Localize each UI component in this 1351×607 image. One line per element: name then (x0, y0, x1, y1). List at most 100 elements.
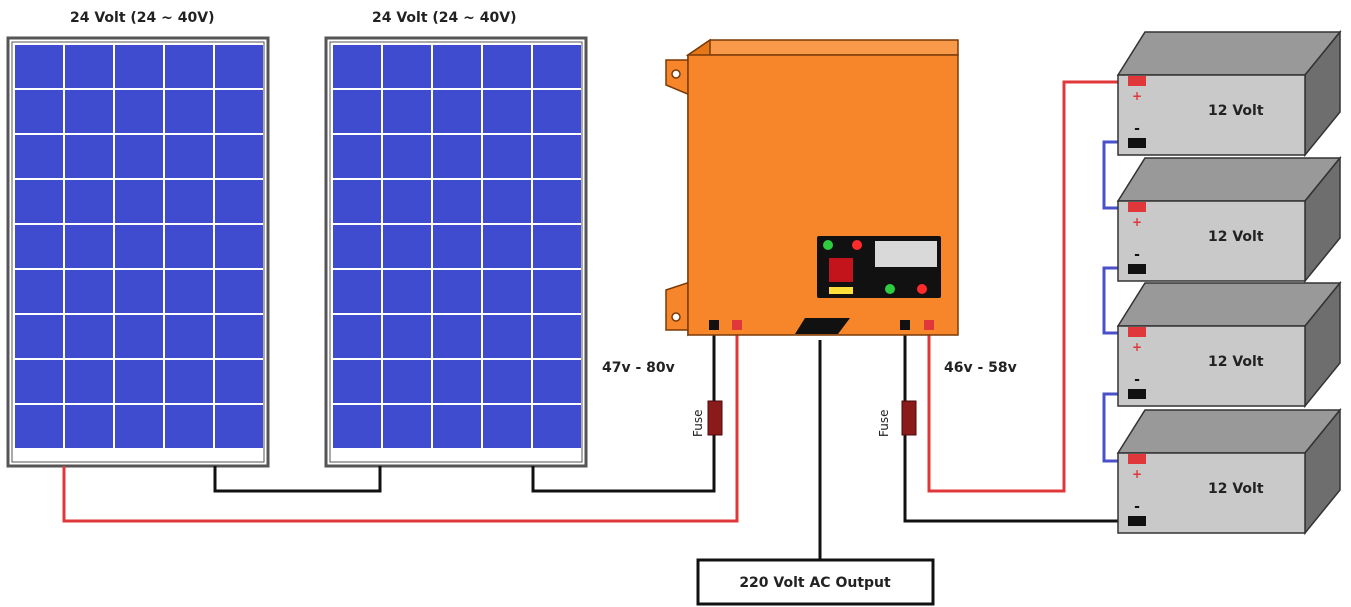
solar-cell (115, 135, 163, 178)
solar-cell (165, 135, 213, 178)
solar-cell (215, 405, 263, 448)
solar-cell (215, 180, 263, 223)
solar-cell (65, 135, 113, 178)
solar-cell (383, 360, 431, 403)
panel-2-label: 24 Volt (24 ~ 40V) (372, 10, 516, 26)
solar-cell (15, 90, 63, 133)
battery-negative-terminal (1128, 389, 1146, 399)
solar-cell (15, 135, 63, 178)
battery: +-12 Volt (1116, 407, 1342, 536)
solar-cell (483, 360, 531, 403)
digit-display (829, 258, 853, 282)
solar-cell (165, 225, 213, 268)
solar-cell (383, 135, 431, 178)
battery-series-link-2 (1102, 266, 1128, 335)
battery: +-12 Volt (1116, 29, 1342, 158)
battery-positive-terminal (1128, 76, 1146, 86)
fuse-battery: Fuse (877, 400, 917, 438)
battery-negative-wire (903, 326, 1128, 523)
solar-cell (115, 90, 163, 133)
solar-cell (333, 360, 381, 403)
solar-cell (383, 315, 431, 358)
battery-front-face (1117, 452, 1306, 534)
battery-negative-terminal (1128, 138, 1146, 148)
ac-output-box: 220 Volt AC Output (696, 558, 935, 606)
solar-cell (165, 360, 213, 403)
battery-series-link-3 (1102, 392, 1128, 463)
solar-cell (333, 405, 381, 448)
solar-cell (65, 90, 113, 133)
solar-cell (215, 315, 263, 358)
mount-flange-bottom (665, 280, 691, 331)
solar-cell (433, 360, 481, 403)
battery-label: 12 Volt (1208, 229, 1264, 245)
fuse-battery-label: Fuse (877, 410, 891, 438)
battery-label: 12 Volt (1208, 354, 1264, 370)
solar-cell (483, 270, 531, 313)
solar-cell (15, 225, 63, 268)
solar-cell (165, 180, 213, 223)
battery-negative-terminal (1128, 516, 1146, 526)
fuse-pv: Fuse (691, 400, 723, 438)
solar-cell (115, 270, 163, 313)
solar-cell (383, 405, 431, 448)
solar-cell (483, 225, 531, 268)
solar-cell (165, 315, 213, 358)
solar-cell (333, 180, 381, 223)
battery-front-face (1117, 325, 1306, 407)
solar-cell (433, 405, 481, 448)
battery-front-face (1117, 200, 1306, 282)
red-led-icon (852, 240, 862, 250)
solar-cell (65, 315, 113, 358)
solar-cell (383, 90, 431, 133)
minus-sign: - (1134, 499, 1140, 515)
solar-cell (483, 180, 531, 223)
fuse-pv-label: Fuse (691, 410, 705, 438)
solar-cell (65, 225, 113, 268)
minus-sign: - (1134, 121, 1140, 137)
battery: + - 12 Volt (1116, 280, 1342, 409)
panel-positive-wire (62, 326, 739, 523)
minus-sign: - (1134, 372, 1140, 388)
battery-positive-wire (927, 80, 1128, 493)
plus-sign: + (1132, 340, 1142, 354)
panel-1-label: 24 Volt (24 ~ 40V) (70, 10, 214, 26)
input-voltage-label: 47v - 80v (602, 360, 675, 376)
green-led-icon (823, 240, 833, 250)
output-voltage-label: 46v - 58v (944, 360, 1017, 376)
plus-sign: + (1132, 89, 1142, 103)
solar-cell (15, 270, 63, 313)
solar-panel-2 (324, 36, 588, 468)
solar-cell (533, 90, 581, 133)
solar-cell (483, 315, 531, 358)
solar-cell (65, 405, 113, 448)
solar-cell (115, 225, 163, 268)
solar-cell (115, 405, 163, 448)
solar-cell (115, 180, 163, 223)
battery-top-face (1116, 157, 1342, 202)
solar-panel-1 (6, 36, 270, 468)
solar-cell (15, 360, 63, 403)
battery-positive-terminal (1128, 327, 1146, 337)
solar-cell (533, 225, 581, 268)
controller-display-panel (817, 236, 941, 298)
solar-cell (433, 135, 481, 178)
solar-cell (433, 315, 481, 358)
solar-cell (165, 90, 213, 133)
battery-positive-terminal (1128, 202, 1146, 212)
solar-cell (333, 315, 381, 358)
wires (62, 80, 1128, 560)
solar-cell (533, 180, 581, 223)
solar-cell (65, 360, 113, 403)
green-button-icon (885, 284, 895, 294)
battery-top-face (1116, 31, 1342, 76)
ac-output-port (795, 318, 850, 334)
solar-cell (215, 45, 263, 88)
solar-cell (533, 270, 581, 313)
plus-sign: + (1132, 215, 1142, 229)
solar-cells (15, 45, 263, 448)
solar-cell (533, 315, 581, 358)
solar-cells (333, 45, 581, 448)
battery-negative-terminal (1128, 264, 1146, 274)
